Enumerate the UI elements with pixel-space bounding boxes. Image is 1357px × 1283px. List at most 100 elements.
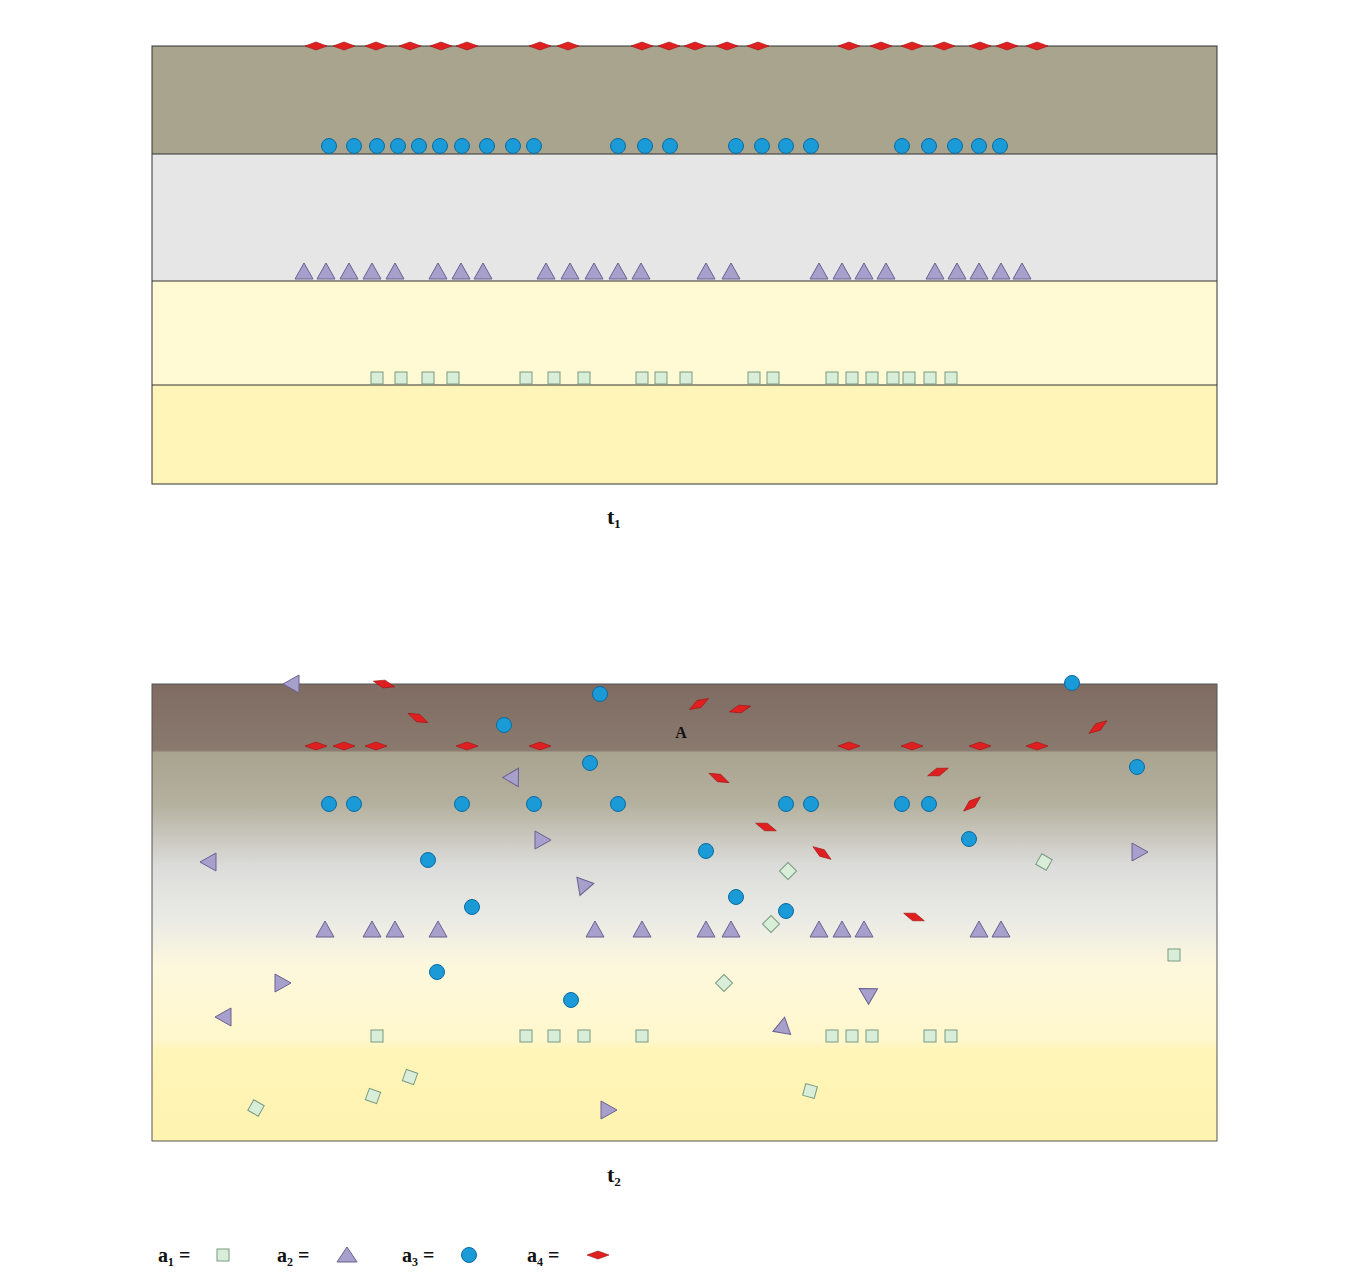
- a2-triangle: [833, 921, 851, 937]
- a2-triangle: [970, 263, 988, 279]
- a1-square: [846, 372, 858, 384]
- a3-circle: [804, 139, 819, 154]
- a1-square: [945, 1030, 957, 1042]
- a1-square: [402, 1069, 417, 1084]
- a1-square: [655, 372, 667, 384]
- a2-triangle: [363, 921, 381, 937]
- a3-circle: [497, 718, 512, 733]
- a3-circle: [322, 139, 337, 154]
- time-label: t₂: [607, 1164, 621, 1186]
- a2-triangle: [429, 921, 447, 937]
- a2-triangle: [386, 921, 404, 937]
- legend-text: a₁ =: [158, 1245, 190, 1265]
- a3-circle: [347, 797, 362, 812]
- a2-triangle: [697, 263, 715, 279]
- a3-circle: [564, 993, 579, 1008]
- a4-diamond: [529, 742, 551, 750]
- a4-diamond: [1087, 717, 1110, 736]
- a2-triangle: [1132, 843, 1148, 861]
- a1-square: [548, 1030, 560, 1042]
- a3-circle: [412, 139, 427, 154]
- region-letter: A: [675, 725, 687, 741]
- a2-triangle: [561, 263, 579, 279]
- a2-triangle: [773, 1016, 794, 1035]
- a4-diamond: [406, 710, 429, 727]
- a3-circle: [1065, 676, 1080, 691]
- a1-square: [1168, 949, 1180, 961]
- a1-square: [248, 1100, 264, 1116]
- a2-triangle: [215, 1008, 231, 1026]
- a2-triangle: [1013, 263, 1031, 279]
- a4-diamond: [901, 42, 923, 50]
- a3-circle: [583, 756, 598, 771]
- a1-square: [866, 1030, 878, 1042]
- a2-triangle: [855, 981, 878, 1005]
- a4-diamond: [399, 42, 421, 50]
- a4-diamond: [716, 42, 738, 50]
- a2-triangle: [474, 263, 492, 279]
- a1-square: [371, 1030, 383, 1042]
- a1-square: [826, 1030, 838, 1042]
- a1-square: [365, 1088, 380, 1103]
- a3-circle: [527, 797, 542, 812]
- a3-circle: [993, 139, 1008, 154]
- a4-diamond: [969, 742, 991, 750]
- a4-diamond: [926, 764, 949, 779]
- a3-circle: [663, 139, 678, 154]
- a2-triangle: [926, 263, 944, 279]
- a1-square: [924, 372, 936, 384]
- a3-circle: [480, 139, 495, 154]
- a4-diamond: [933, 42, 955, 50]
- a1-square: [945, 372, 957, 384]
- a2-triangle: [340, 263, 358, 279]
- a3-circle: [347, 139, 362, 154]
- a2-triangle: [316, 921, 334, 937]
- a3-circle: [1130, 760, 1145, 775]
- a4-diamond: [305, 742, 327, 750]
- a3-circle: [391, 139, 406, 154]
- a4-diamond: [658, 42, 680, 50]
- a2-triangle: [503, 764, 527, 787]
- a2-triangle: [295, 263, 313, 279]
- a1-square: [748, 372, 760, 384]
- time-label: t₁: [607, 506, 621, 528]
- legend-text: a₃ =: [402, 1245, 434, 1265]
- a4-diamond: [838, 742, 860, 750]
- a2-triangle: [429, 263, 447, 279]
- a4-diamond: [333, 42, 355, 50]
- a4-diamond: [1026, 742, 1048, 750]
- a4-diamond: [456, 42, 478, 50]
- a3-circle: [465, 900, 480, 915]
- a2-triangle: [535, 831, 551, 849]
- a2-triangle: [609, 263, 627, 279]
- a1-square: [866, 372, 878, 384]
- a4-diamond: [305, 42, 327, 50]
- a4-diamond: [684, 42, 706, 50]
- a3-circle: [593, 687, 608, 702]
- a2-triangle: [386, 263, 404, 279]
- a4-diamond: [707, 770, 730, 787]
- a3-circle: [779, 139, 794, 154]
- a1-square: [447, 372, 459, 384]
- a2-triangle: [697, 921, 715, 937]
- a4-diamond: [529, 42, 551, 50]
- a2-triangle: [877, 263, 895, 279]
- a3-circle: [922, 797, 937, 812]
- a3-circle: [421, 853, 436, 868]
- a1-square: [826, 372, 838, 384]
- a3-circle: [779, 904, 794, 919]
- symbols: [200, 42, 1180, 1119]
- a3-circle: [638, 139, 653, 154]
- a4-diamond: [754, 819, 777, 834]
- a4-diamond: [430, 42, 452, 50]
- panel-t2: [152, 684, 1217, 1141]
- a2-triangle: [632, 263, 650, 279]
- a2-triangle: [571, 877, 593, 898]
- a3-circle: [455, 797, 470, 812]
- a2-triangle: [275, 974, 291, 992]
- a3-circle: [370, 139, 385, 154]
- a2-triangle: [601, 1101, 617, 1119]
- a4-diamond: [747, 42, 769, 50]
- a1-square: [371, 372, 383, 384]
